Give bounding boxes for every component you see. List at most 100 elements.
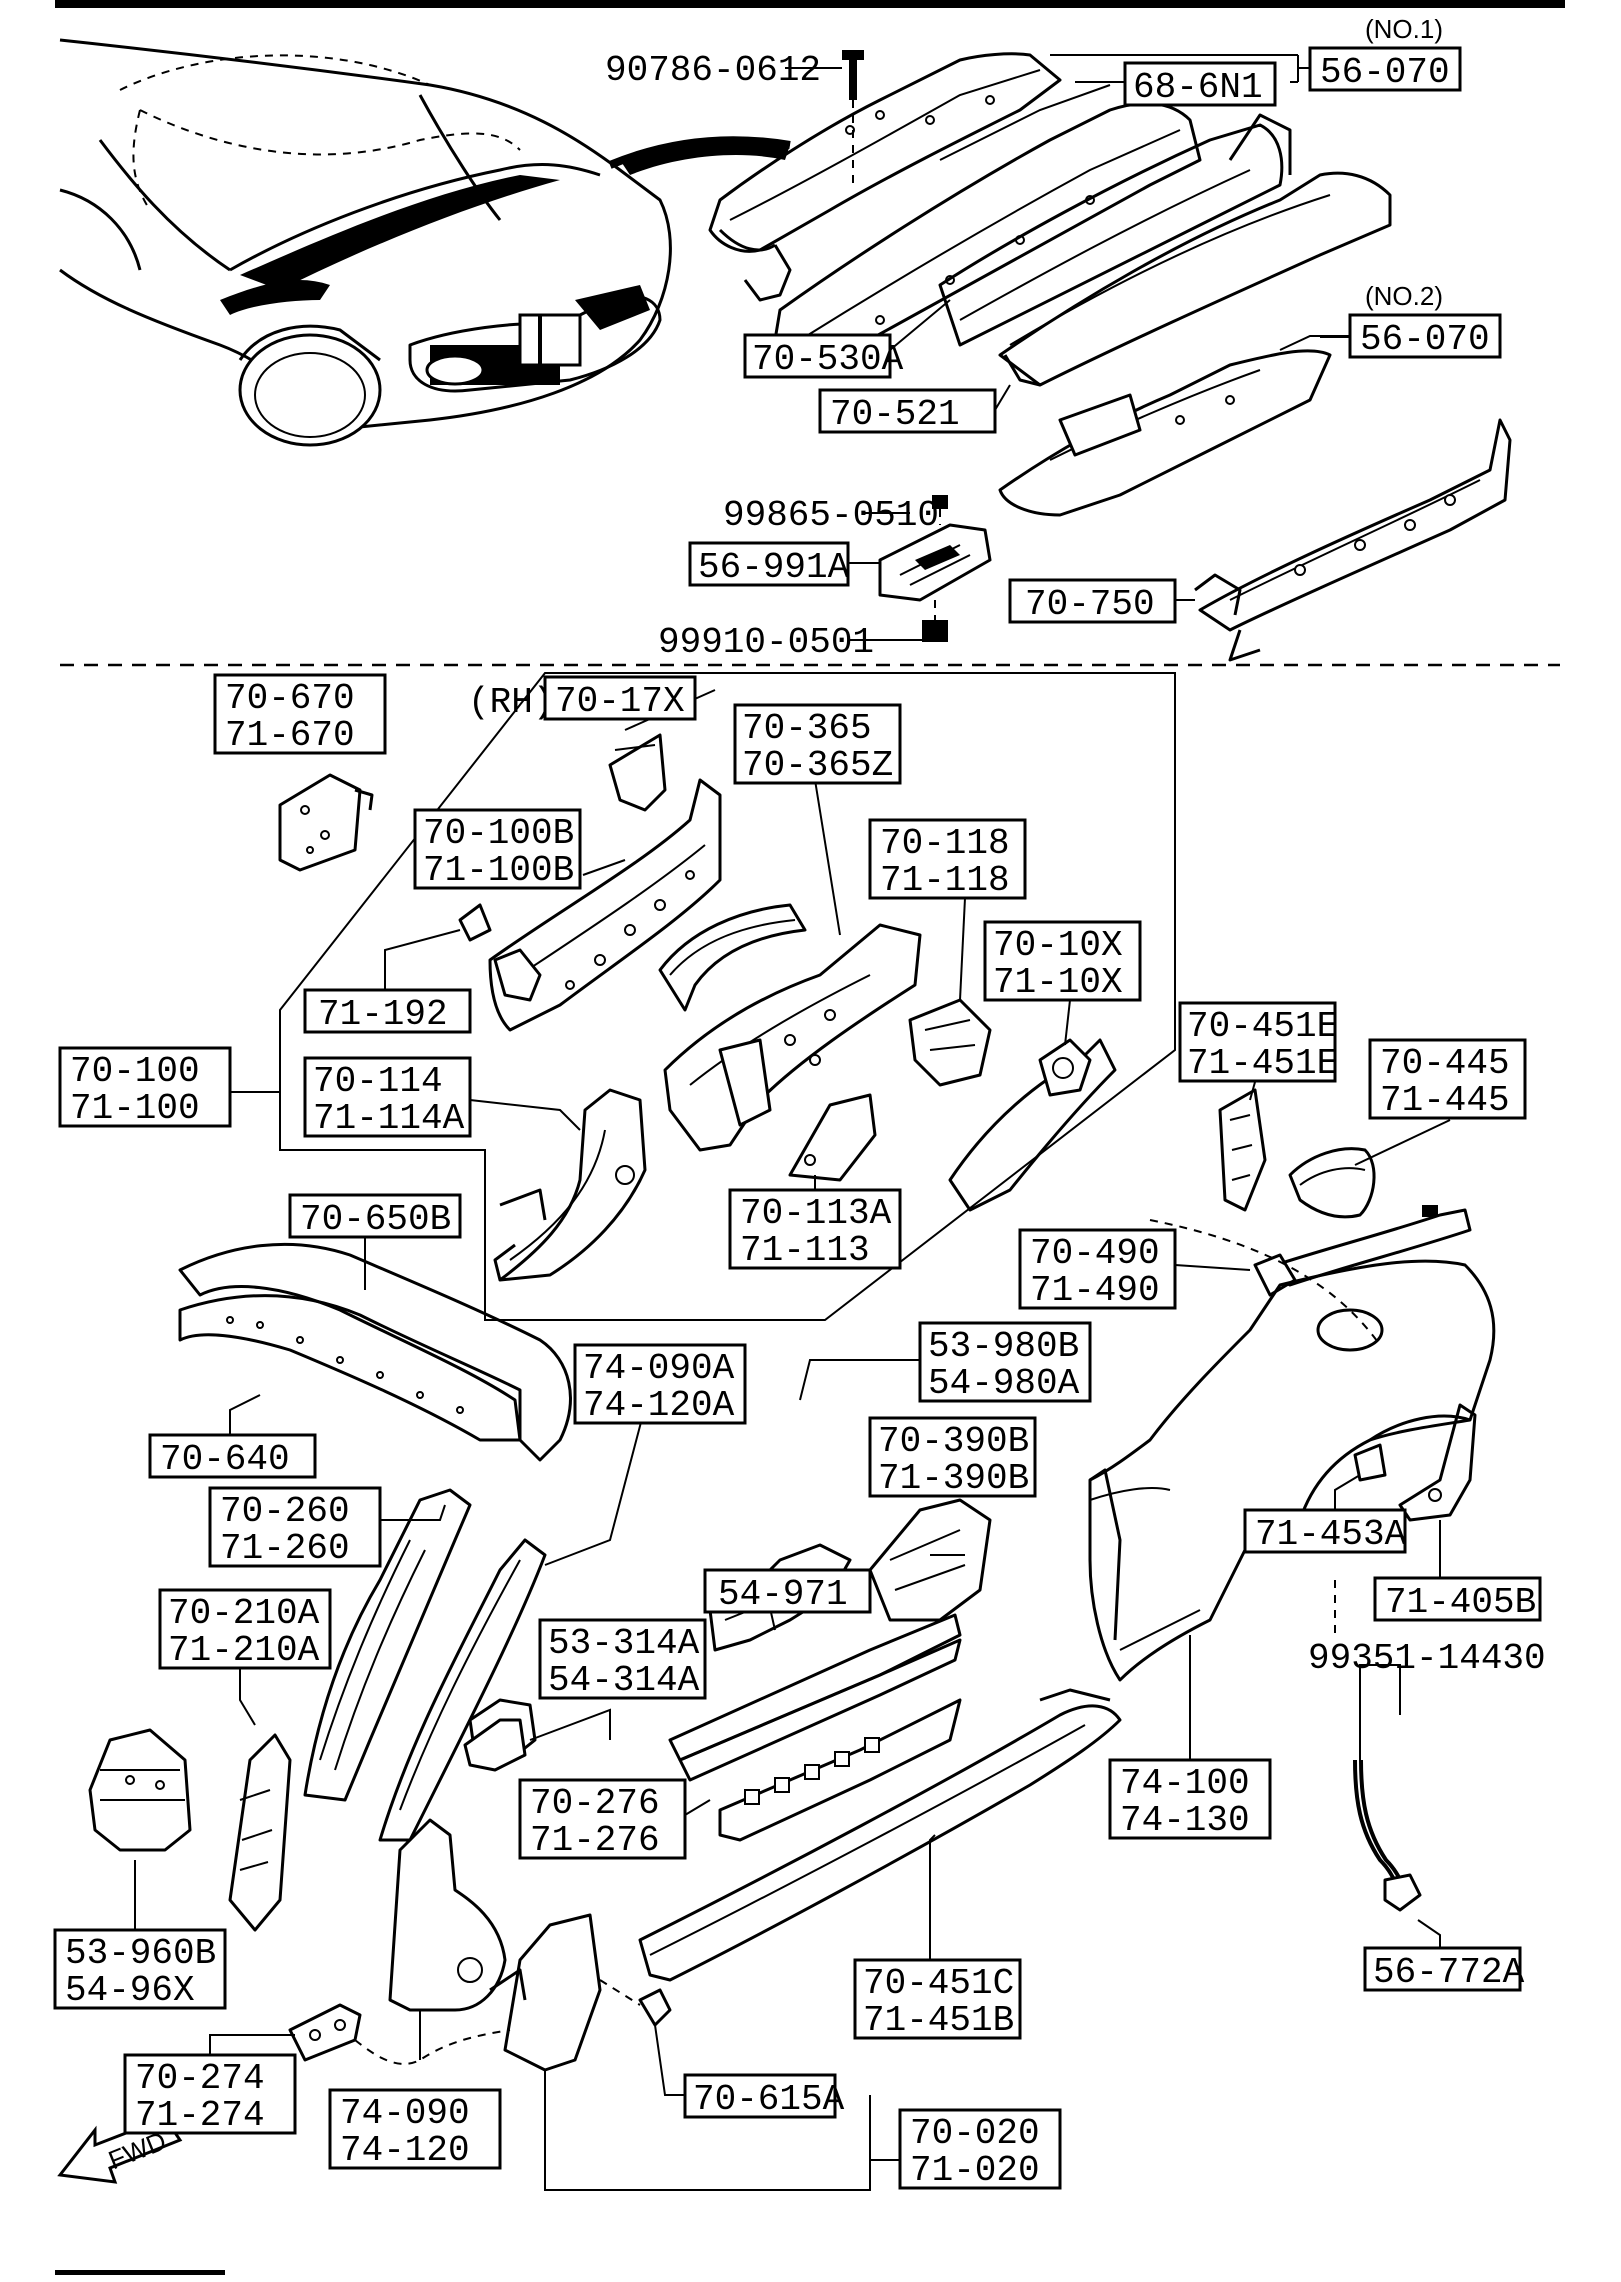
svg-text:70-490: 70-490 [1030, 1233, 1160, 1274]
svg-text:71-451E: 71-451E [1187, 1043, 1338, 1084]
svg-text:70-390B: 70-390B [878, 1421, 1029, 1462]
label-70-640: 70-640 [148, 1433, 317, 1480]
svg-text:74-120: 74-120 [340, 2130, 470, 2171]
svg-text:70-113A: 70-113A [740, 1193, 892, 1234]
label-70-521: 70-521 [818, 388, 997, 435]
svg-text:54-96X: 54-96X [65, 1970, 195, 2011]
svg-text:71-020: 71-020 [910, 2150, 1040, 2191]
svg-text:70-365: 70-365 [742, 708, 872, 749]
svg-text:71-192: 71-192 [318, 994, 448, 1035]
svg-text:70-451C: 70-451C [863, 1963, 1014, 2004]
label-56-991a: 56-991A [688, 541, 850, 588]
svg-text:53-314A: 53-314A [548, 1623, 700, 1664]
label-71-405b: 71-405B [1373, 1576, 1542, 1623]
svg-text:56-991A: 56-991A [698, 547, 850, 588]
svg-text:70-640: 70-640 [160, 1439, 290, 1480]
rh-group-outline [279, 672, 1176, 1321]
bottom-rule [55, 2270, 225, 2275]
no2-label: (NO.2) [1365, 281, 1443, 311]
svg-text:53-980B: 53-980B [928, 1326, 1079, 1367]
svg-text:56-772A: 56-772A [1373, 1952, 1525, 1993]
svg-text:54-971: 54-971 [718, 1574, 848, 1615]
leader-lines [134, 54, 1451, 2191]
top-border [55, 0, 1565, 8]
rear-rail [178, 1242, 572, 1462]
svg-text:74-100: 74-100 [1120, 1763, 1250, 1804]
bolt-99910-label: 99910-0501 [658, 622, 874, 663]
svg-text:56-070: 56-070 [1320, 52, 1450, 93]
svg-text:70-274: 70-274 [135, 2058, 265, 2099]
svg-text:74-120A: 74-120A [583, 1385, 735, 1426]
svg-text:70-10X: 70-10X [993, 925, 1123, 966]
svg-text:74-130: 74-130 [1120, 1800, 1250, 1841]
svg-text:70-210A: 70-210A [168, 1593, 320, 1634]
svg-text:53-960B: 53-960B [65, 1933, 216, 1974]
svg-text:70-260: 70-260 [220, 1491, 350, 1532]
svg-text:71-10X: 71-10X [993, 962, 1123, 1003]
svg-text:70-17X: 70-17X [555, 681, 685, 722]
sill-parts [463, 1498, 1122, 1982]
svg-text:74-090: 74-090 [340, 2093, 470, 2134]
drain-hose [1334, 1580, 1422, 1912]
svg-text:70-445: 70-445 [1380, 1043, 1510, 1084]
svg-text:71-210A: 71-210A [168, 1630, 320, 1671]
label-71-453a: 71-453A [1243, 1508, 1407, 1555]
svg-text:71-274: 71-274 [135, 2095, 265, 2136]
svg-text:71-451B: 71-451B [863, 2000, 1014, 2041]
label-70-530a: 70-530A [743, 333, 904, 380]
svg-text:70-750: 70-750 [1025, 584, 1155, 625]
svg-text:56-070: 56-070 [1360, 319, 1490, 360]
svg-text:71-670: 71-670 [225, 715, 355, 756]
svg-text:70-100: 70-100 [70, 1051, 200, 1092]
bolt-90786-label: 90786-0612 [605, 50, 821, 91]
svg-text:70-100B: 70-100B [423, 813, 574, 854]
label-70-750: 70-750 [1008, 578, 1177, 625]
svg-text:70-276: 70-276 [530, 1783, 660, 1824]
svg-text:71-453A: 71-453A [1255, 1514, 1407, 1555]
svg-text:70-615A: 70-615A [693, 2079, 845, 2120]
svg-text:71-118: 71-118 [880, 860, 1010, 901]
bolt-90786-icon [842, 50, 864, 185]
clip-56-991a-icon [878, 495, 992, 642]
svg-text:70-521: 70-521 [830, 394, 960, 435]
part-labels: 56-070 68-6N1 70-530A 70-521 56-070 56-9… [53, 46, 1542, 2191]
svg-text:71-100: 71-100 [70, 1088, 200, 1129]
svg-text:71-100B: 71-100B [423, 850, 574, 891]
label-54-971: 54-971 [703, 1568, 872, 1615]
svg-text:54-314A: 54-314A [548, 1660, 700, 1701]
bolt-99351-label: 99351-14430 [1308, 1638, 1546, 1679]
rh-inner-parts [278, 733, 1117, 1282]
svg-text:70-530A: 70-530A [752, 339, 904, 380]
svg-text:71-445: 71-445 [1380, 1080, 1510, 1121]
svg-text:70-451E: 70-451E [1187, 1006, 1338, 1047]
label-70-615a: 70-615A [683, 2073, 845, 2120]
rh-label: (RH) [468, 682, 554, 723]
svg-text:68-6N1: 68-6N1 [1133, 67, 1263, 108]
svg-text:54-980A: 54-980A [928, 1363, 1080, 1404]
label-56-070-a: 56-070 [1308, 46, 1462, 93]
svg-text:70-670: 70-670 [225, 678, 355, 719]
svg-text:70-650B: 70-650B [300, 1199, 451, 1240]
svg-text:71-114A: 71-114A [313, 1098, 465, 1139]
